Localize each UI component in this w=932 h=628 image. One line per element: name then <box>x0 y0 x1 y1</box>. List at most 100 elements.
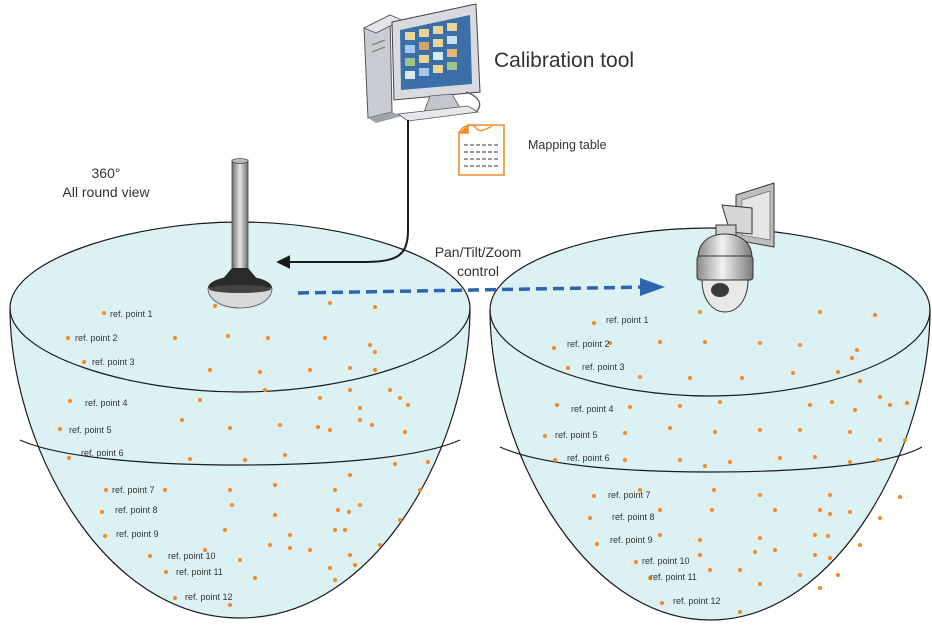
right-ref-dot <box>702 463 708 469</box>
right-ref-dot <box>633 559 639 565</box>
right-ref-dot <box>711 487 717 493</box>
left-ref-dot <box>225 333 231 339</box>
left-ref-dot <box>163 569 169 575</box>
right-ref-dot <box>702 339 708 345</box>
left-ref-dot <box>425 459 431 465</box>
right-ref-dot <box>657 339 663 345</box>
left-ref-dot <box>179 417 185 423</box>
left-ref-dot <box>315 424 321 430</box>
left-dome <box>9 221 471 619</box>
right-ref-dot <box>887 402 893 408</box>
right-dome <box>489 227 931 621</box>
right-ref-dot <box>739 375 745 381</box>
right-dome-shell <box>489 227 931 621</box>
calibration-arrow <box>276 120 409 269</box>
right-ref-dot <box>757 492 763 498</box>
right-ref-dot <box>707 567 713 573</box>
right-ref-dot <box>827 492 833 498</box>
left-ref-dot <box>227 487 233 493</box>
right-ref-dot <box>817 507 823 513</box>
right-ref-dot <box>727 459 733 465</box>
right-ref-label-3: ref. point 3 <box>582 362 625 372</box>
ptz-control-arrow <box>297 278 665 296</box>
left-ref-dot <box>397 395 403 401</box>
left-ref-dot <box>172 595 178 601</box>
right-ref-dot <box>627 404 633 410</box>
left-ref-dot <box>307 547 313 553</box>
left-ref-dot <box>147 553 153 559</box>
left-ref-dot <box>172 335 178 341</box>
right-ref-dot <box>854 347 860 353</box>
ptz-camera-icon <box>696 182 775 313</box>
left-ref-dot <box>237 557 243 563</box>
right-ref-dot <box>835 369 841 375</box>
right-ref-dot <box>697 552 703 558</box>
left-ref-dot <box>265 335 271 341</box>
left-ref-dot <box>102 533 108 539</box>
left-ref-dot <box>307 367 313 373</box>
left-ref-dot <box>402 429 408 435</box>
right-ref-dot <box>587 515 593 521</box>
left-ref-dot <box>262 387 268 393</box>
right-ref-dot <box>554 402 560 408</box>
left-ref-dot <box>65 335 71 341</box>
left-ref-dot <box>357 502 363 508</box>
left-ref-labels: ref. point 1 ref. point 2 ref. point 3 r… <box>69 309 233 602</box>
left-ref-dot <box>352 562 358 568</box>
left-ref-dot <box>272 482 278 488</box>
right-ref-dot <box>709 507 715 513</box>
right-ref-dot <box>847 509 853 515</box>
left-ref-dot <box>335 507 341 513</box>
mapping-table-label: Mapping table <box>528 138 607 152</box>
right-ref-dot <box>812 454 818 460</box>
right-ref-dot <box>877 437 883 443</box>
right-ref-dot <box>757 581 763 587</box>
left-dome-shell <box>9 221 471 619</box>
left-ref-dot <box>66 455 72 461</box>
left-ref-dot <box>347 472 353 478</box>
left-ref-dot <box>392 461 398 467</box>
right-ref-labels: ref. point 1 ref. point 2 ref. point 3 r… <box>555 315 721 606</box>
right-ref-dot <box>622 457 628 463</box>
right-ref-dot <box>847 429 853 435</box>
right-ref-dot <box>812 552 818 558</box>
left-ref-dot <box>212 303 218 309</box>
left-dots <box>57 300 431 608</box>
right-ref-dot <box>712 429 718 435</box>
right-ref-dot <box>737 609 743 615</box>
left-ref-dot <box>372 367 378 373</box>
left-ref-dot <box>101 310 107 316</box>
left-ref-dot <box>81 359 87 365</box>
right-ref-dot <box>875 457 881 463</box>
left-ref-label-5: ref. point 5 <box>69 425 112 435</box>
right-ref-dot <box>542 433 548 439</box>
left-ref-dot <box>57 426 63 432</box>
left-ref-dot <box>357 405 363 411</box>
right-ref-dot <box>687 375 693 381</box>
left-ref-dot <box>405 402 411 408</box>
left-ref-dot <box>267 542 273 548</box>
left-ref-dot <box>162 487 168 493</box>
right-ref-dot <box>812 532 818 538</box>
right-ref-dot <box>777 455 783 461</box>
left-ref-dot <box>387 387 393 393</box>
right-ref-dot <box>697 537 703 543</box>
left-ref-dot <box>346 509 352 515</box>
right-ref-dot <box>797 572 803 578</box>
calibration-tool-title: Calibration tool <box>494 49 634 72</box>
left-ref-dot <box>332 487 338 493</box>
right-ref-dot <box>817 585 823 591</box>
right-ref-dot <box>797 427 803 433</box>
right-ref-dot <box>659 600 665 606</box>
right-ref-label-11: ref. point 11 <box>650 572 697 582</box>
right-ref-dot <box>657 532 663 538</box>
left-ref-label-10: ref. point 10 <box>168 551 216 561</box>
left-ref-label-2: ref. point 2 <box>75 333 118 343</box>
right-ref-label-12: ref. point 12 <box>673 596 721 606</box>
left-ref-dot <box>222 527 228 533</box>
right-ref-dot <box>657 507 663 513</box>
right-ref-label-5: ref. point 5 <box>555 430 598 440</box>
fisheye-label-view: All round view <box>62 184 150 200</box>
